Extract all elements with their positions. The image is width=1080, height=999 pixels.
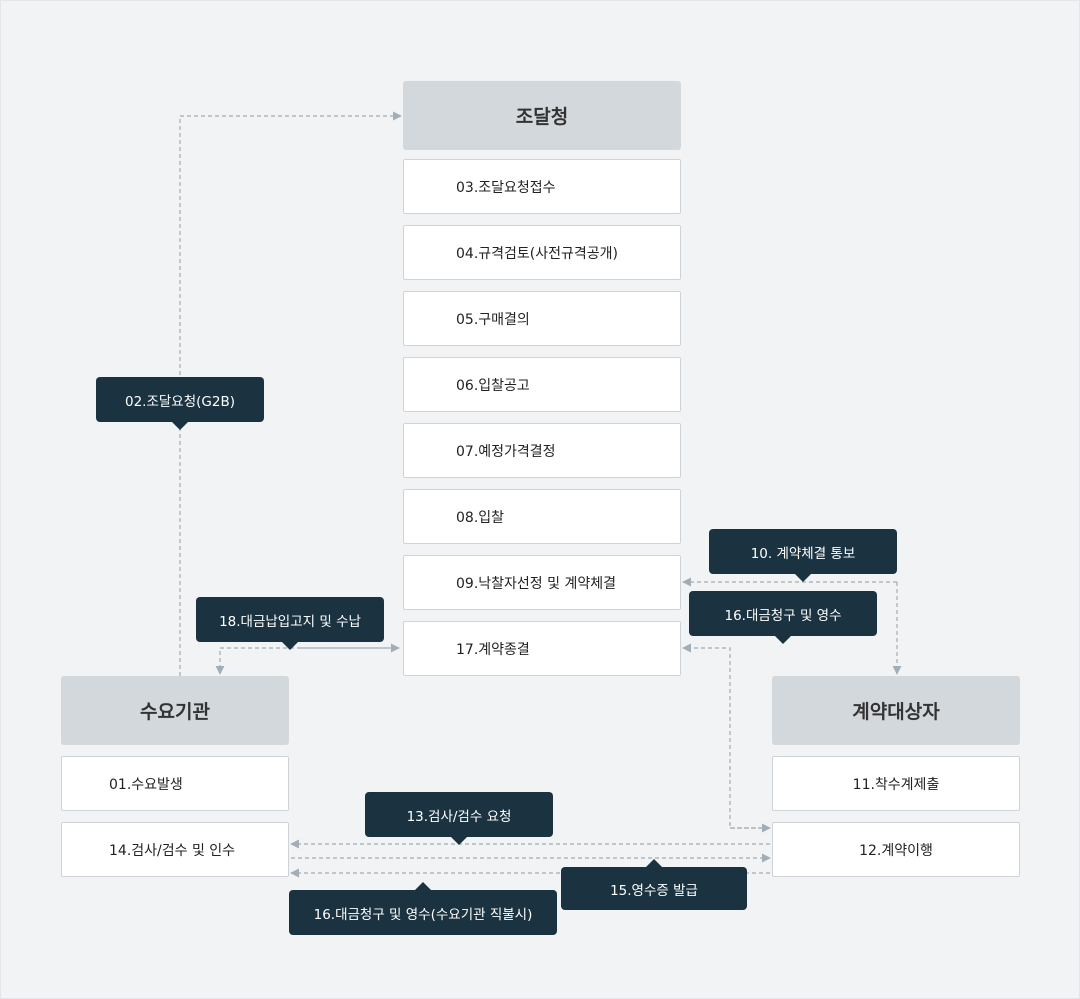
procurement-header: 조달청 — [403, 81, 681, 150]
callout-16a: 16.대금청구 및 영수 — [689, 591, 877, 644]
step-17: 17.계약종결 — [403, 621, 681, 676]
step-01: 01.수요발생 — [61, 756, 289, 811]
step-11: 11.착수계제출 — [772, 756, 1020, 811]
step-09: 09.낙찰자선정 및 계약체결 — [403, 555, 681, 610]
step-03: 03.조달요청접수 — [403, 159, 681, 214]
step-12: 12.계약이행 — [772, 822, 1020, 877]
callout-02: 02.조달요청(G2B) — [96, 377, 264, 430]
step-04: 04.규격검토(사전규격공개) — [403, 225, 681, 280]
callout-18: 18.대금납입고지 및 수납 — [196, 597, 384, 650]
demand-header: 수요기관 — [61, 676, 289, 745]
step-14: 14.검사/검수 및 인수 — [61, 822, 289, 877]
step-08: 08.입찰 — [403, 489, 681, 544]
step-05: 05.구매결의 — [403, 291, 681, 346]
callout-15: 15.영수증 발급 — [561, 859, 747, 910]
step-06: 06.입찰공고 — [403, 357, 681, 412]
contractor-header: 계약대상자 — [772, 676, 1020, 745]
callout-16b: 16.대금청구 및 영수(수요기관 직불시) — [289, 882, 557, 935]
step-07: 07.예정가격결정 — [403, 423, 681, 478]
callout-10: 10. 계약체결 통보 — [709, 529, 897, 582]
callout-13: 13.검사/검수 요청 — [365, 792, 553, 845]
